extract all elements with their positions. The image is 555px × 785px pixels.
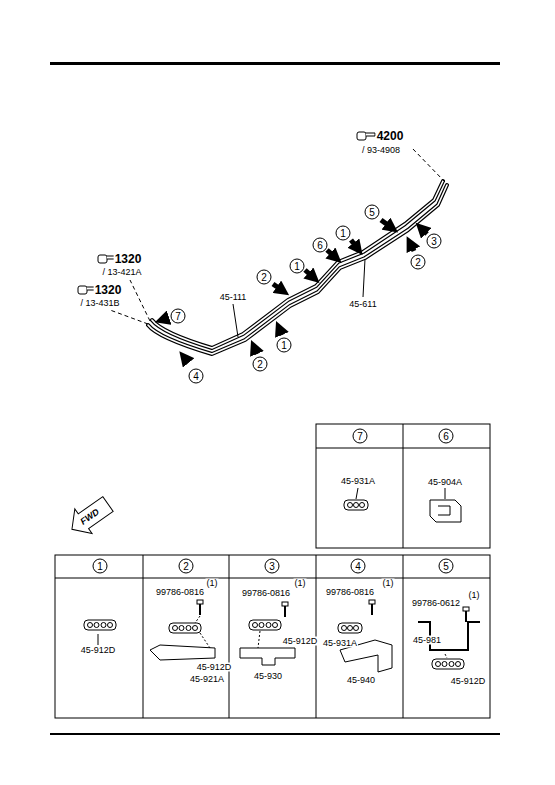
part-number: 99786-0816 [155,588,205,597]
part-number: 45-904A [427,478,463,487]
callout-number: 2 [411,255,426,270]
part-number: (1) [206,579,219,588]
part-number: 45-912D [450,677,487,686]
part-number: 45-981 [412,636,442,645]
callout-number: 1 [290,259,305,274]
part-number: 45-912D [282,637,319,646]
part-number: 99786-0816 [241,589,291,598]
callout-number: 6 [439,429,454,444]
callout-number: 1 [93,559,108,574]
callout-number: 4 [189,369,204,384]
part-number: 45-921A [189,675,225,684]
reference-number: 1320 [94,284,123,296]
callout-number: 2 [179,559,194,574]
reference-page: / 13-431B [79,299,120,308]
callout-number: 7 [171,309,186,324]
callout-number: 1 [277,338,292,353]
part-number: 45-912D [80,646,117,655]
callout-number: 7 [353,429,368,444]
callout-number: 1 [336,226,351,241]
part-number: 45-940 [346,676,376,685]
part-number: 45-930 [253,672,283,681]
part-number: 99786-0816 [325,588,375,597]
callout-number: 6 [313,238,328,253]
callout-number: 3 [427,234,442,249]
part-number: 45-912D [196,663,233,672]
part-number: 45-931A [340,477,376,486]
callout-number: 5 [365,205,380,220]
reference-number: 1320 [114,253,143,265]
callout-number: 5 [439,559,454,574]
callout-number: 4 [351,559,366,574]
part-number: (1) [294,579,307,588]
part-number: 99786-0612 [411,599,461,608]
part-number: 45-611 [348,300,377,309]
callout-number: 2 [257,270,272,285]
part-number: (1) [468,591,481,600]
reference-page: / 13-421A [101,268,142,277]
callout-number: 2 [253,357,268,372]
reference-page: / 93-4908 [361,146,401,155]
callout-number: 3 [265,559,280,574]
reference-number: 4200 [376,130,405,142]
part-number: (1) [382,579,395,588]
part-number: 45-111 [219,293,248,302]
part-number: 45-931A [322,639,358,648]
